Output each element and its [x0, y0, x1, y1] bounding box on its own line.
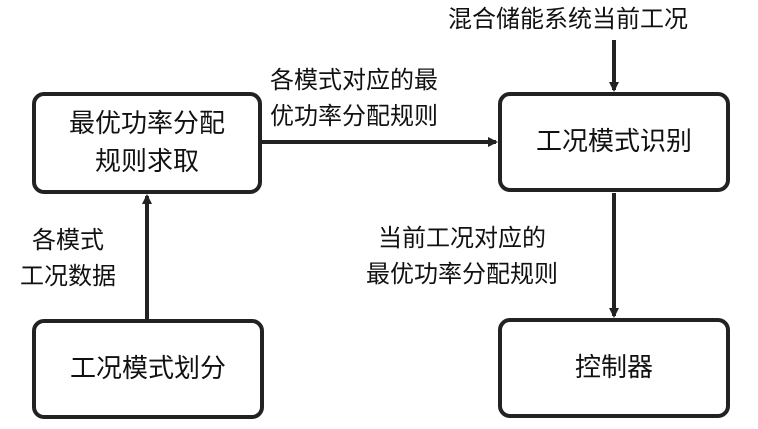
controller-box: 控制器: [498, 318, 730, 418]
rules-per-mode-line2: 优功率分配规则: [270, 102, 438, 130]
rule-solve-line2: 规则求取: [94, 147, 199, 177]
rules-per-mode-line1: 各模式对应的最: [270, 66, 438, 94]
current-rule-line1: 当前工况对应的: [378, 224, 546, 252]
rule-solve-line1: 最优功率分配: [68, 109, 225, 139]
mode-identify-label: 工况模式识别: [535, 127, 692, 157]
rule-solve-box: 最优功率分配 规则求取: [32, 92, 262, 194]
controller-label: 控制器: [574, 353, 653, 383]
top-input-label: 混合储能系统当前工况: [448, 5, 688, 33]
mode-partition-box: 工况模式划分: [32, 319, 264, 419]
mode-data-label: 各模式 工况数据: [20, 222, 116, 294]
current-rule-label: 当前工况对应的 最优功率分配规则: [366, 220, 558, 292]
mode-data-line1: 各模式: [32, 226, 104, 254]
mode-partition-label: 工况模式划分: [69, 354, 226, 384]
rules-per-mode-label: 各模式对应的最 优功率分配规则: [270, 62, 438, 134]
mode-identify-box: 工况模式识别: [498, 92, 730, 192]
mode-data-line2: 工况数据: [20, 262, 116, 290]
current-rule-line2: 最优功率分配规则: [366, 260, 558, 288]
